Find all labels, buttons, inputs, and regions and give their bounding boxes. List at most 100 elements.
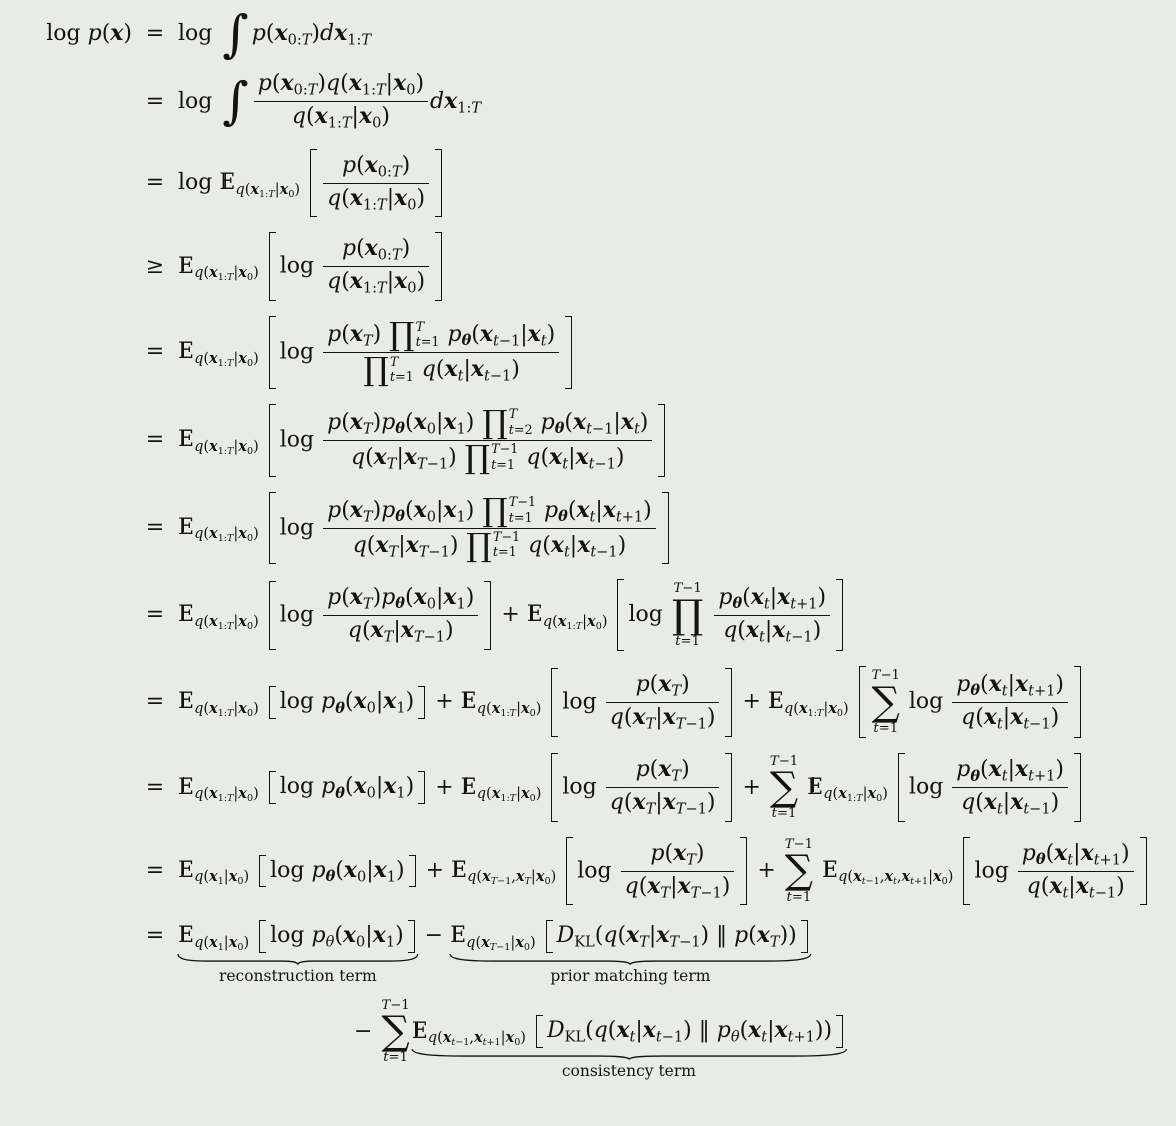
text-roman: log <box>279 339 322 365</box>
text-roman: log <box>178 170 220 196</box>
text-roman <box>536 923 543 948</box>
subscript: T <box>362 421 373 438</box>
subscript: 1 <box>456 508 466 525</box>
bracket-left <box>963 836 971 906</box>
subscript: q(x1:T|x0) <box>194 612 259 632</box>
upper-limit: T−1 <box>769 753 799 769</box>
subscript: θ <box>732 595 742 612</box>
vector-x: x <box>520 699 530 717</box>
vector-x: x <box>515 933 524 951</box>
vector-x: x <box>413 584 427 611</box>
bracket-left <box>268 686 276 719</box>
vector-x: x <box>550 531 564 558</box>
subscript: 1 <box>396 700 406 717</box>
subscript: q(xT−1|x0) <box>466 933 536 953</box>
subscript: T−1 <box>417 455 449 472</box>
text-roman <box>953 858 960 883</box>
subscript: t <box>759 629 765 646</box>
blackboard-E: E <box>219 170 236 196</box>
denominator: q(xt|xt−1) <box>1017 870 1134 904</box>
vector-x: x <box>988 671 1002 698</box>
text-roman <box>705 602 712 627</box>
subscript: 1:T <box>807 707 824 719</box>
subscript: T <box>671 768 682 785</box>
text-roman: log <box>178 88 220 114</box>
denominator: q(xt|xt−1) <box>952 787 1068 820</box>
vector-x: x <box>838 784 847 802</box>
subscript: 1:T <box>846 792 863 804</box>
bold-theta: θ <box>325 868 336 886</box>
vector-x: x <box>209 868 218 886</box>
vector-x: x <box>444 355 458 382</box>
subscript: 1:T <box>500 792 517 804</box>
vector-x: x <box>535 868 545 886</box>
text-roman <box>474 498 481 523</box>
bracket-group: log p(xT)pθ(x0|x1)q(xT|xT−1) <box>268 581 492 650</box>
subscript: q(xt−1,xt,xt+1|x0) <box>838 868 954 888</box>
subscript: θ <box>555 420 565 437</box>
blackboard-E: E <box>460 689 477 715</box>
bracket-left <box>551 668 559 737</box>
vector-x: x <box>393 70 407 97</box>
subscript: q(x1:T|x0) <box>235 180 301 200</box>
equation-rhs: Eq(x1:T|x0) log pθ(x0|x1) + Eq(x1:T|x0) … <box>178 666 1084 739</box>
bold-theta: θ <box>1035 851 1046 869</box>
denominator: q(xT|xT−1) <box>605 701 720 735</box>
vector-x: x <box>209 612 218 630</box>
vector-x: x <box>884 868 893 886</box>
vector-x: x <box>343 856 357 883</box>
numerator: p(xT) <box>635 756 690 785</box>
subscript: t <box>540 333 547 350</box>
subscript: T−1 <box>675 801 707 818</box>
subscript: 0 <box>246 271 254 283</box>
blackboard-E: E <box>526 602 543 628</box>
numerator: p(x0:T) <box>341 151 411 181</box>
subscript: 0 <box>246 357 254 369</box>
subscript: 0 <box>941 876 948 888</box>
vector-x: x <box>549 443 563 470</box>
upper-limit: T−1 <box>784 837 814 853</box>
denominator: q(x1:T|x0) <box>253 101 429 134</box>
text-roman: log <box>974 858 1016 884</box>
bracket-left <box>617 579 625 652</box>
relation-symbol: = <box>145 515 165 540</box>
vector-x: x <box>364 235 378 262</box>
bracket-group: log p(x0:T)q(x1:T|x0) <box>268 232 443 301</box>
subscript: t−1 <box>588 455 616 472</box>
subscript: θ <box>558 508 568 525</box>
relation-symbol: = <box>145 858 165 884</box>
subscript: T−1 <box>675 716 707 733</box>
text-roman <box>526 1019 533 1044</box>
vector-x: x <box>238 612 247 630</box>
vector-x: x <box>491 699 501 717</box>
vector-x: x <box>616 1017 630 1044</box>
subscript: t <box>1001 768 1008 785</box>
fraction: p(x0:T)q(x1:T|x0) <box>323 234 430 299</box>
bracket-right <box>418 686 426 719</box>
vector-x: x <box>228 933 238 951</box>
equation-rhs: log ∫p(x0:T)q(x1:T|x0)q(x1:T|x0)dx1:T <box>178 70 481 131</box>
lower-limit: t=1 <box>415 334 440 350</box>
vector-x: x <box>209 525 218 543</box>
upper-limit: T−1 <box>491 442 519 458</box>
vector-x: x <box>867 784 877 802</box>
vector-x: x <box>442 1029 452 1046</box>
relation-symbol: = <box>145 923 165 949</box>
subscript: 0 <box>876 792 883 804</box>
subscript: 1 <box>396 785 406 802</box>
vector-x: x <box>1049 872 1063 899</box>
subscript: q(x1:T|x0) <box>783 699 849 719</box>
subscript: 0 <box>246 445 254 457</box>
fraction: pθ(xt|xt+1)q(xt|xt−1) <box>714 583 831 648</box>
numerator: p(xT) <box>650 839 705 869</box>
vector-x: x <box>342 922 357 949</box>
subscript: T−1 <box>413 629 445 646</box>
vector-x: x <box>349 268 363 295</box>
blackboard-E: E <box>178 858 195 884</box>
product-symbol: T−1∏t=1 <box>671 581 704 650</box>
vector-x: x <box>394 184 408 211</box>
